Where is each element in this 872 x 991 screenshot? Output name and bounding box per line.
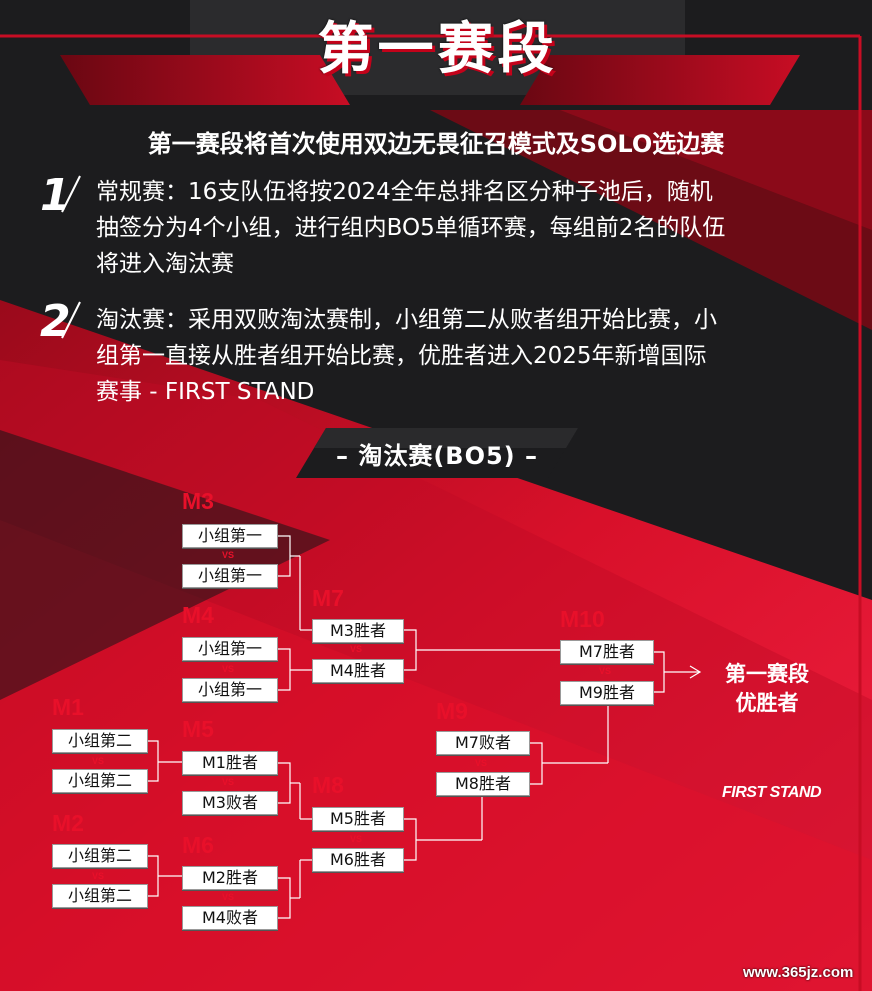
match-label-m2: M2: [52, 810, 84, 836]
match-m1-team-2: 小组第二: [52, 769, 148, 793]
match-m10-team-2: M9胜者: [560, 681, 654, 705]
final-winner: 第一赛段 优胜者: [712, 660, 822, 718]
match-label-m8: M8: [312, 772, 344, 798]
match-m3-team-2: 小组第一: [182, 564, 278, 588]
match-label-m4: M4: [182, 602, 214, 628]
match-label-m9: M9: [436, 698, 468, 724]
match-label-m7: M7: [312, 585, 344, 611]
vs-label: VS: [222, 664, 235, 674]
first-stand-logo: FIRST STAND: [722, 784, 822, 801]
rule-2-line: 组第一直接从胜者组开始比赛，优胜者进入2025年新增国际: [96, 343, 707, 369]
vs-label: VS: [222, 892, 235, 902]
section-label: – 淘汰赛(BO5) –: [335, 441, 539, 470]
match-m8-team-2: M6胜者: [312, 848, 404, 872]
match-label-m1: M1: [52, 694, 84, 720]
vs-label: VS: [350, 644, 363, 654]
match-m2-team-1: 小组第二: [52, 844, 148, 868]
final-winner-line-1: 第一赛段: [725, 662, 809, 686]
vs-label: VS: [222, 550, 235, 560]
match-m6-team-2: M4败者: [182, 906, 278, 930]
match-label-m6: M6: [182, 832, 214, 858]
page-subtitle: 第一赛段将首次使用双边无畏征召模式及SOLO选边赛: [147, 130, 725, 158]
match-m7-team-2: M4胜者: [312, 659, 404, 683]
vs-label: VS: [222, 777, 235, 787]
match-m6-team-1: M2胜者: [182, 866, 278, 890]
match-m7-team-1: M3胜者: [312, 619, 404, 643]
match-label-m10: M10: [560, 606, 605, 632]
page-title: 第一赛段: [317, 16, 558, 82]
match-m9-team-1: M7败者: [436, 731, 530, 755]
match-m1-team-1: 小组第二: [52, 729, 148, 753]
match-m5-team-1: M1胜者: [182, 751, 278, 775]
vs-label: VS: [350, 834, 363, 844]
bracket-lines: [146, 535, 702, 919]
match-m2-team-2: 小组第二: [52, 884, 148, 908]
rule-1-line: 常规赛：16支队伍将按2024全年总排名区分种子池后，随机: [96, 179, 713, 205]
match-label-m3: M3: [182, 488, 214, 514]
match-m8-team-1: M5胜者: [312, 807, 404, 831]
vs-label: VS: [92, 756, 105, 766]
rule-1-line: 将进入淘汰赛: [96, 251, 234, 277]
rule-1-numeral: 1: [40, 170, 71, 221]
vs-label: VS: [92, 871, 105, 881]
rule-2-text: 淘汰赛：采用双败淘汰赛制，小组第二从败者组开始比赛，小 组第一直接从胜者组开始比…: [96, 302, 841, 410]
rule-2-line: 淘汰赛：采用双败淘汰赛制，小组第二从败者组开始比赛，小: [96, 307, 717, 333]
final-winner-line-2: 优胜者: [735, 691, 799, 715]
vs-label: VS: [475, 758, 488, 768]
rule-1-text: 常规赛：16支队伍将按2024全年总排名区分种子池后，随机 抽签分为4个小组，进…: [96, 174, 841, 282]
match-m3-team-1: 小组第一: [182, 524, 278, 548]
match-m4-team-1: 小组第一: [182, 637, 278, 661]
rule-1-line: 抽签分为4个小组，进行组内BO5单循环赛，每组前2名的队伍: [96, 215, 726, 241]
match-m9-team-2: M8胜者: [436, 772, 530, 796]
match-m10-team-1: M7胜者: [560, 640, 654, 664]
match-m5-team-2: M3败者: [182, 791, 278, 815]
match-m4-team-2: 小组第一: [182, 678, 278, 702]
vs-label: VS: [599, 666, 612, 676]
match-label-m5: M5: [182, 716, 214, 742]
rule-2-line: 赛事 - FIRST STAND: [96, 379, 315, 405]
watermark: www.365jz.com: [743, 964, 854, 981]
rule-2-numeral: 2: [40, 296, 71, 347]
